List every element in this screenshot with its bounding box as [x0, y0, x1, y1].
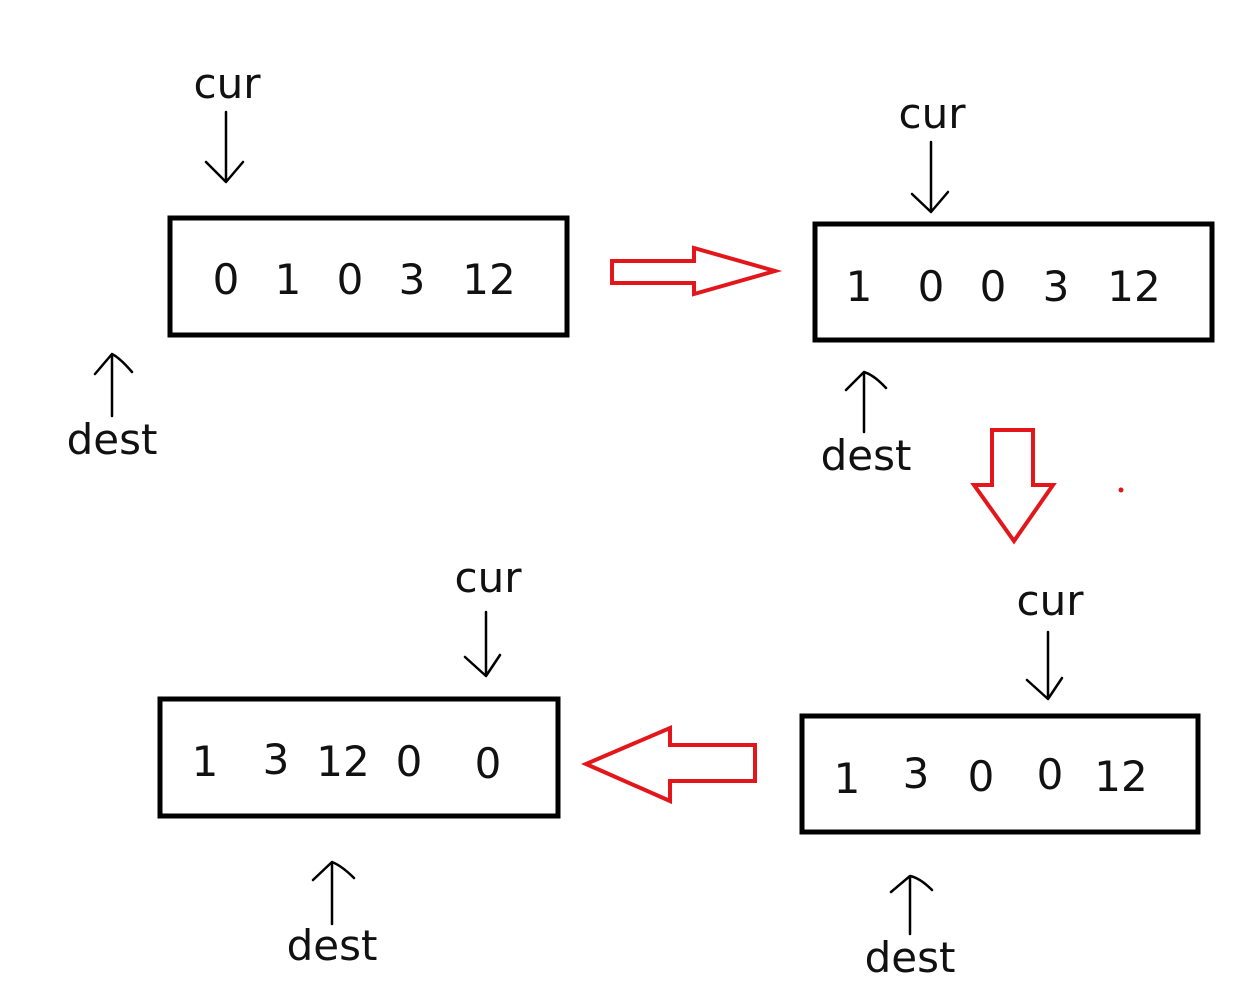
cell-1-5: 12 — [462, 255, 515, 304]
cell-3-3: 0 — [968, 752, 995, 801]
array-box-step-1 — [167, 215, 570, 338]
dest-pointer-arrow-step-3 — [889, 874, 934, 936]
cur-pointer-arrow-step-2 — [910, 140, 950, 214]
cur-label-step-3: cur — [1017, 576, 1085, 625]
cell-1-4: 3 — [399, 255, 426, 304]
dest-label-step-3: dest — [865, 933, 956, 981]
cur-pointer-arrow-step-3 — [1025, 630, 1064, 701]
cell-3-4: 0 — [1037, 750, 1064, 799]
dest-pointer-arrow-step-1 — [93, 352, 134, 418]
cell-2-4: 3 — [1043, 262, 1070, 311]
step-4: 1 3 12 0 0 cur dest — [157, 553, 561, 970]
cell-4-4: 0 — [396, 737, 423, 786]
cell-3-1: 1 — [834, 754, 861, 803]
cell-1-1: 0 — [213, 255, 240, 304]
stray-dot — [1118, 487, 1124, 493]
cell-3-2: 3 — [903, 749, 930, 798]
dest-label-step-2: dest — [821, 431, 912, 480]
step-3: 1 3 0 0 12 cur dest — [799, 576, 1201, 981]
array-box-step-2 — [812, 221, 1215, 343]
flow-arrow-down — [970, 428, 1057, 545]
step-2: 1 0 0 3 12 cur dest — [812, 89, 1215, 480]
cell-2-2: 0 — [918, 262, 945, 311]
cell-3-5: 12 — [1094, 752, 1147, 801]
array-box-step-4 — [157, 696, 561, 819]
cell-2-1: 1 — [846, 262, 873, 311]
cell-4-2: 3 — [263, 735, 290, 784]
step-1: 0 1 0 3 12 cur dest — [67, 59, 570, 464]
dest-label-step-4: dest — [287, 921, 378, 970]
dest-label-step-1: dest — [67, 415, 158, 464]
cell-4-5: 0 — [475, 739, 502, 788]
cur-label-step-2: cur — [899, 89, 967, 138]
array-box-step-3 — [799, 713, 1201, 835]
cell-2-5: 12 — [1107, 262, 1160, 311]
cur-label-step-4: cur — [455, 553, 523, 602]
dest-pointer-arrow-step-2 — [844, 370, 888, 434]
cur-pointer-arrow-step-1 — [204, 110, 245, 184]
cell-2-3: 0 — [980, 262, 1007, 311]
cell-1-2: 1 — [275, 255, 302, 304]
cell-4-3: 12 — [316, 737, 369, 786]
dest-pointer-arrow-step-4 — [311, 860, 356, 926]
flow-arrow-right — [610, 245, 783, 297]
cell-4-1: 1 — [192, 737, 219, 786]
cell-1-3: 0 — [337, 255, 364, 304]
cur-pointer-arrow-step-4 — [463, 610, 502, 678]
cur-label-step-1: cur — [194, 59, 262, 108]
flow-arrow-left — [580, 724, 757, 805]
